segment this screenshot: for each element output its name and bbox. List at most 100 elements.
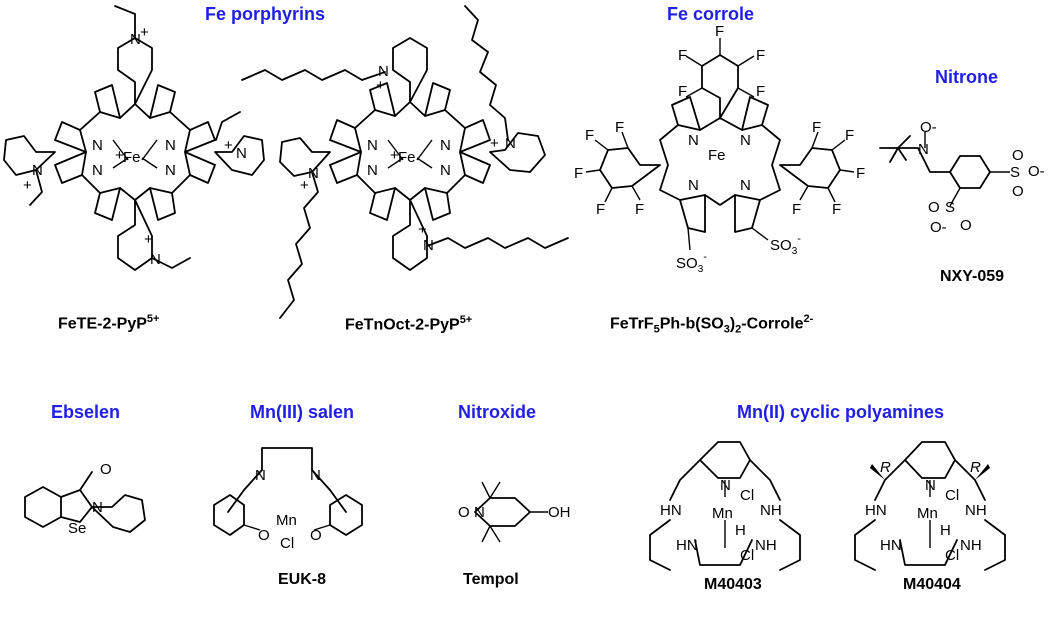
fetnoct-2-pyp-structure: Fe N N N N + N + N + N + N + [241, 5, 569, 319]
label-tempol: Tempol [463, 571, 519, 588]
svg-text:O-: O- [930, 219, 947, 236]
svg-text:F: F [585, 127, 594, 144]
svg-text:N: N [165, 162, 176, 179]
svg-text:HN: HN [880, 537, 902, 554]
heading-mn-salen: Mn(III) salen [250, 402, 355, 422]
svg-text:HN: HN [676, 537, 698, 554]
svg-text:S: S [1010, 164, 1020, 181]
svg-text:+: + [376, 77, 385, 94]
svg-text:HN: HN [660, 502, 682, 519]
svg-text:N: N [255, 467, 266, 484]
svg-text:O: O [310, 527, 322, 544]
svg-text:F: F [715, 23, 724, 40]
label-fetnoct-2-pyp: FeTnOct-2-PyP5+ [345, 314, 473, 334]
label-m40403: M40403 [704, 576, 762, 593]
svg-text:NH: NH [755, 537, 777, 554]
svg-text:O: O [458, 504, 470, 521]
svg-text:F: F [678, 47, 687, 64]
euk-8-structure: N N Mn O O Cl [213, 447, 363, 552]
svg-text:N: N [688, 177, 699, 194]
svg-text:H: H [940, 522, 951, 539]
svg-text:N: N [92, 137, 103, 154]
svg-text:N: N [740, 177, 751, 194]
svg-text:N: N [440, 137, 451, 154]
svg-text:N: N [918, 141, 929, 158]
svg-text:F: F [574, 165, 583, 182]
svg-text:+: + [490, 135, 499, 152]
svg-text:Se: Se [68, 520, 86, 537]
svg-text:N: N [440, 162, 451, 179]
svg-text:H: H [735, 522, 746, 539]
svg-text:O: O [960, 217, 972, 234]
svg-text:NH: NH [960, 537, 982, 554]
svg-text:N: N [688, 132, 699, 149]
svg-text:+: + [390, 147, 399, 164]
svg-text:Cl: Cl [740, 547, 754, 564]
svg-text:N: N [423, 237, 434, 254]
svg-text:O: O [258, 527, 270, 544]
svg-text:R: R [970, 459, 981, 476]
svg-text:+: + [115, 147, 124, 164]
svg-text:N: N [720, 477, 731, 494]
label-corrole: FeTrF5Ph-b(SO3)2-Corrole2- [610, 313, 814, 336]
svg-text:N: N [474, 504, 485, 521]
svg-text:F: F [678, 83, 687, 100]
svg-text:N: N [150, 251, 161, 268]
svg-text:O-: O- [1028, 163, 1045, 180]
heading-ebselen: Ebselen [51, 402, 121, 422]
svg-text:N: N [310, 467, 321, 484]
svg-text:Cl: Cl [280, 535, 294, 552]
nxy-059-structure: N O- S O O O- S O O O- [879, 119, 1045, 236]
svg-text:O: O [1012, 147, 1024, 164]
svg-text:S: S [945, 199, 955, 216]
svg-text:NH: NH [965, 502, 987, 519]
svg-text:+: + [140, 24, 149, 41]
svg-text:NH: NH [760, 502, 782, 519]
svg-text:HN: HN [865, 502, 887, 519]
svg-text:Cl: Cl [740, 487, 754, 504]
svg-text:+: + [144, 231, 153, 248]
label-euk-8: EUK-8 [278, 571, 327, 588]
svg-text:F: F [812, 119, 821, 136]
svg-text:Cl: Cl [945, 487, 959, 504]
svg-text:N: N [236, 145, 247, 162]
svg-text:+: + [224, 137, 233, 154]
corrole-so3-right: SO3- [770, 233, 801, 257]
svg-text:N: N [367, 137, 378, 154]
svg-text:+: + [23, 177, 32, 194]
corrole-so3-left: SO3- [676, 251, 707, 275]
svg-text:R: R [880, 459, 891, 476]
svg-text:F: F [756, 47, 765, 64]
m40403-structure: N HN NH Mn Cl Cl HN NH H [649, 441, 801, 571]
m40404-structure: N HN NH Mn Cl Cl HN NH H R R [854, 441, 1006, 571]
svg-text:O: O [100, 461, 112, 478]
svg-text:N: N [925, 477, 936, 494]
svg-text:N: N [32, 162, 43, 179]
corrole-fe-atom: Fe [708, 147, 726, 164]
svg-text:F: F [845, 127, 854, 144]
heading-fe-corrole: Fe corrole [667, 4, 755, 24]
svg-text:F: F [596, 201, 605, 218]
svg-text:O: O [1012, 183, 1024, 200]
svg-text:N: N [740, 132, 751, 149]
label-m40404: M40404 [903, 576, 961, 593]
fete-2-pyp-structure: Fe N N N N + N + N + N + N + [3, 5, 265, 271]
svg-text:N: N [308, 165, 319, 182]
svg-text:+: + [418, 221, 427, 238]
label-fete-2-pyp: FeTE-2-PyP5+ [58, 313, 160, 333]
m40403-mn-atom: Mn [712, 505, 733, 522]
fetnoct-fe-atom: Fe [398, 149, 416, 166]
svg-text:O: O [928, 199, 940, 216]
svg-text:N: N [367, 162, 378, 179]
ebselen-structure: O N Se [24, 461, 146, 537]
svg-text:F: F [615, 119, 624, 136]
svg-text:N: N [130, 31, 141, 48]
heading-mn-polyamines: Mn(II) cyclic polyamines [737, 402, 945, 422]
svg-text:F: F [856, 165, 865, 182]
svg-text:F: F [792, 201, 801, 218]
svg-text:N: N [378, 63, 389, 80]
svg-text:F: F [832, 201, 841, 218]
svg-text:N: N [505, 135, 516, 152]
svg-text:F: F [756, 83, 765, 100]
